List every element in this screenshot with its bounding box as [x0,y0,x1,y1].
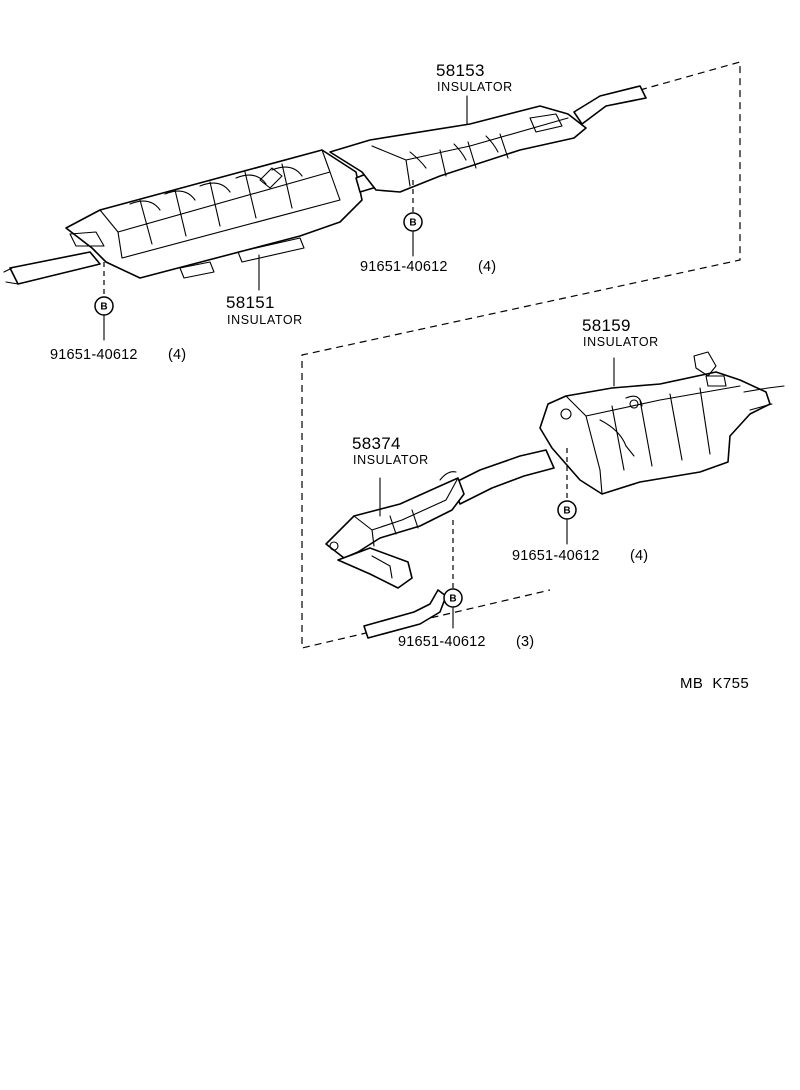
bolt-symbol-letter: B [563,506,570,517]
label-58159: 58159 INSULATOR [582,316,659,349]
part-name: INSULATOR [583,335,659,349]
part-name: INSULATOR [437,80,513,94]
bolt-symbol-letter: B [449,594,456,605]
insulator-58151-shape [65,149,363,279]
part-number: 58153 [436,61,485,80]
fastener-qty: (4) [168,347,186,363]
front-exhaust-pipe [3,251,101,285]
diagram-code: MB K755 [680,675,749,692]
center-pipe-lower [451,449,555,505]
bolt-symbol-3: B [557,500,577,520]
insulator-58374-shape [325,471,465,639]
upper-group-outline [301,61,741,649]
part-number: 58159 [582,316,631,335]
bolt-symbol-1: B [94,296,114,316]
bolt-symbol-letter: B [409,218,416,229]
insulator-58153-shape [329,85,647,193]
part-number: 58374 [352,434,401,453]
lower-leaders [379,357,615,629]
fastener-label-1: 91651-40612 (4) [50,347,186,363]
upper-leaders [103,95,468,341]
fastener-qty: (3) [516,634,534,650]
label-58153: 58153 INSULATOR [436,61,513,94]
part-name: INSULATOR [353,453,429,467]
fastener-label-3: 91651-40612 (4) [512,548,648,564]
fastener-part: 91651-40612 [512,548,600,564]
fastener-label-4: 91651-40612 (3) [398,634,534,650]
bolt-symbol-4: B [443,588,463,608]
fastener-part: 91651-40612 [360,259,448,275]
part-number: 58151 [226,293,275,312]
fastener-qty: (4) [478,259,496,275]
bolt-symbol-2: B [403,212,423,232]
part-name: INSULATOR [227,313,303,327]
insulator-58159-shape [539,351,785,495]
label-58374: 58374 INSULATOR [352,434,429,467]
bolt-symbol-letter: B [100,302,107,313]
fastener-part: 91651-40612 [398,634,486,650]
label-58151: 58151 INSULATOR [226,293,303,327]
fastener-part: 91651-40612 [50,347,138,363]
fastener-qty: (4) [630,548,648,564]
fastener-label-2: 91651-40612 (4) [360,259,496,275]
